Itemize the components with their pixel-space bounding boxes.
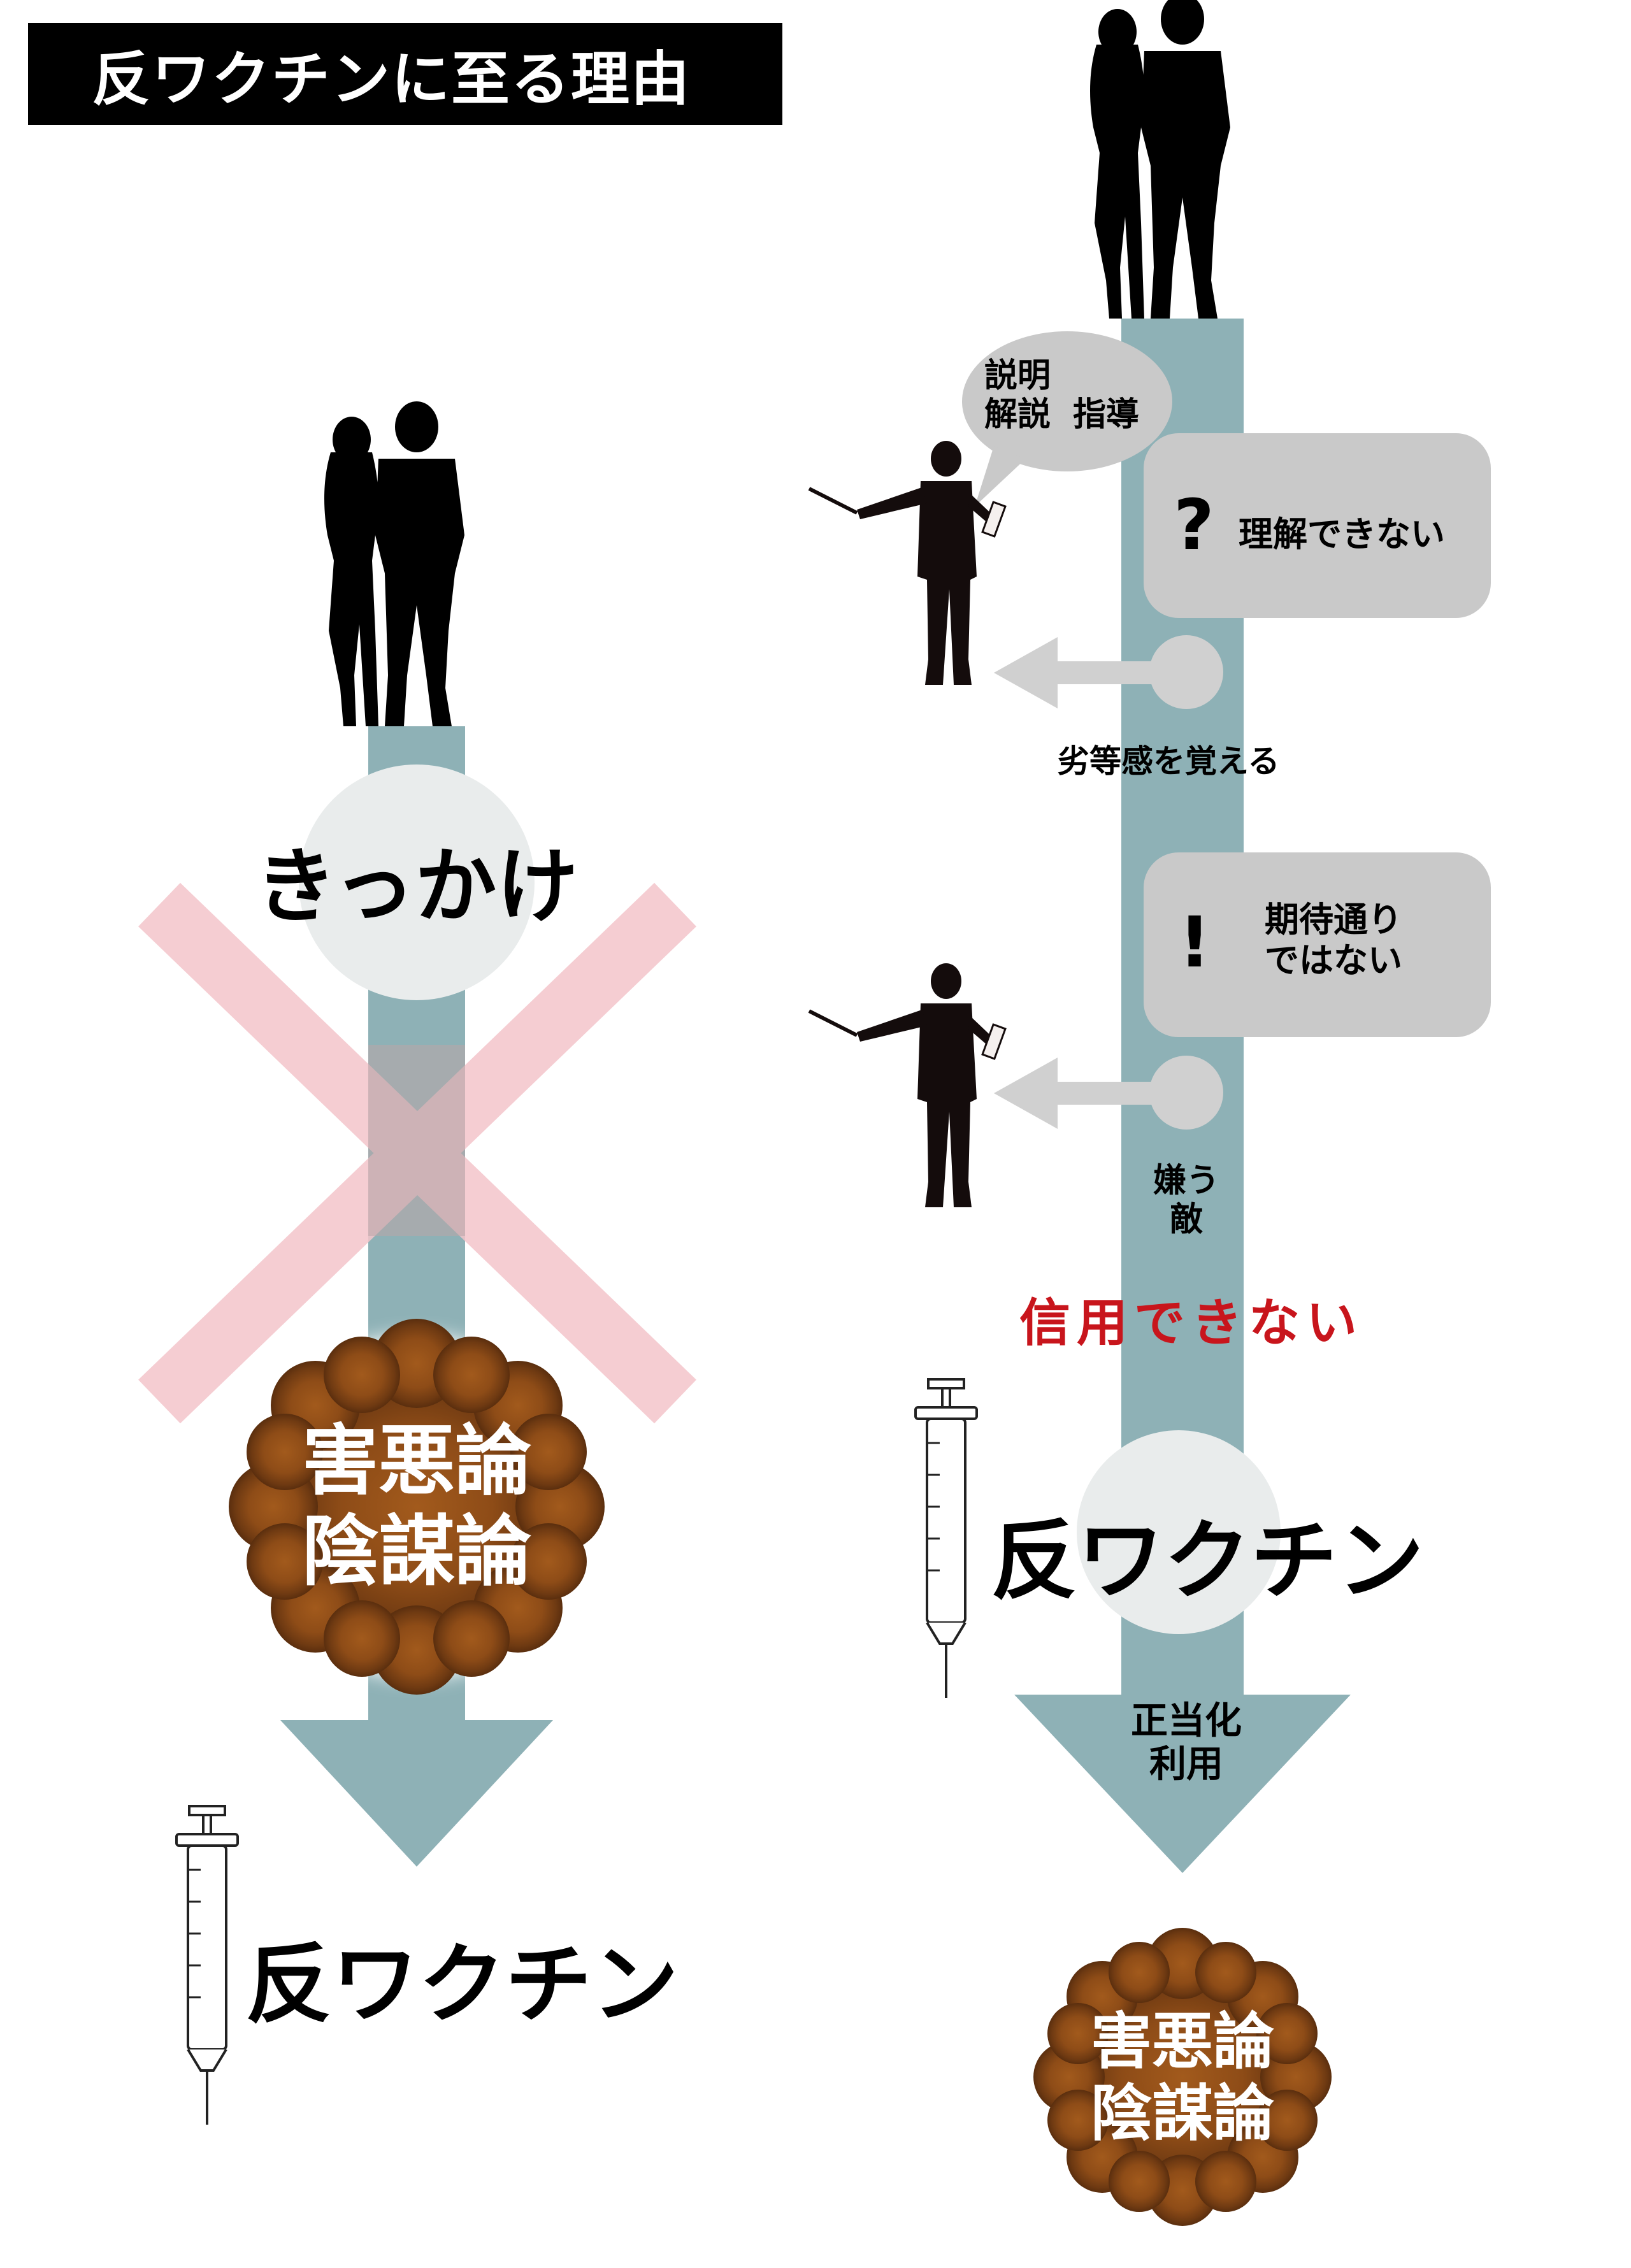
speech-bubble <box>962 331 1172 506</box>
question-icon: ? <box>1174 484 1214 566</box>
inferiority-label: 劣等感を覚える <box>1058 743 1280 780</box>
left-theory-seal <box>229 1319 605 1695</box>
speech-line-explain: 説明 <box>984 357 1051 395</box>
right-theories-label: 害悪論 陰謀論 <box>1091 2006 1274 2151</box>
box-not-as-expected <box>1144 852 1491 1037</box>
right-result-label: 反ワクチン <box>991 1511 1424 1612</box>
dislike-line: 嫌う <box>1153 1161 1220 1200</box>
enemy-line: 敵 <box>1169 1201 1203 1239</box>
page-title: 反ワクチンに至る理由 <box>92 45 691 113</box>
left-result-label: 反ワクチン <box>245 1935 679 2035</box>
cross-overlap <box>368 1045 465 1236</box>
use-line: 利用 <box>1149 1742 1224 1786</box>
justify-line: 正当化 <box>1130 1698 1242 1742</box>
right-syringe-icon <box>914 1378 978 1699</box>
box-cannot-understand <box>1144 433 1491 618</box>
box-cannot-understand-label: 理解できない <box>1239 514 1445 554</box>
dislike-label: 嫌う 敵 <box>1153 1162 1219 1240</box>
right-theory-seal <box>1033 1928 1332 2226</box>
right-theory-harm: 害悪論 <box>1091 2006 1274 2078</box>
presenter-figure-1 <box>809 441 1005 685</box>
justify-use-label: 正当化 利用 <box>1131 1699 1242 1786</box>
speech-line-commentary: 解説 <box>984 396 1051 434</box>
distrust-label: 信用できない <box>1019 1293 1363 1353</box>
speech-guidance: 指導 <box>1073 396 1140 434</box>
theory-conspiracy: 陰謀論 <box>302 1507 531 1596</box>
expected-line-1: 期待通り <box>1265 900 1402 940</box>
speech-explain: 説明 解説 <box>984 357 1051 435</box>
result-node <box>1077 1430 1281 1634</box>
arrow-inferiority <box>994 635 1223 709</box>
right-couple-silhouette <box>1090 0 1230 319</box>
title-bar: 反ワクチンに至る理由 <box>28 23 782 125</box>
presenter-figure-2 <box>809 963 1005 1207</box>
box-not-as-expected-label: 期待通り ではない <box>1265 900 1402 980</box>
exclamation-icon: ! <box>1179 901 1211 983</box>
expected-line-2: ではない <box>1265 940 1402 980</box>
trigger-label: きっかけ <box>255 839 578 935</box>
right-theory-conspiracy: 陰謀論 <box>1091 2078 1274 2150</box>
trigger-node <box>299 764 535 1000</box>
left-couple-silhouette <box>324 401 464 726</box>
left-theories-label: 害悪論 陰謀論 <box>302 1416 531 1597</box>
theory-harm: 害悪論 <box>302 1417 531 1506</box>
left-syringe-icon <box>175 1805 239 2126</box>
arrow-dislike <box>994 1056 1223 1130</box>
